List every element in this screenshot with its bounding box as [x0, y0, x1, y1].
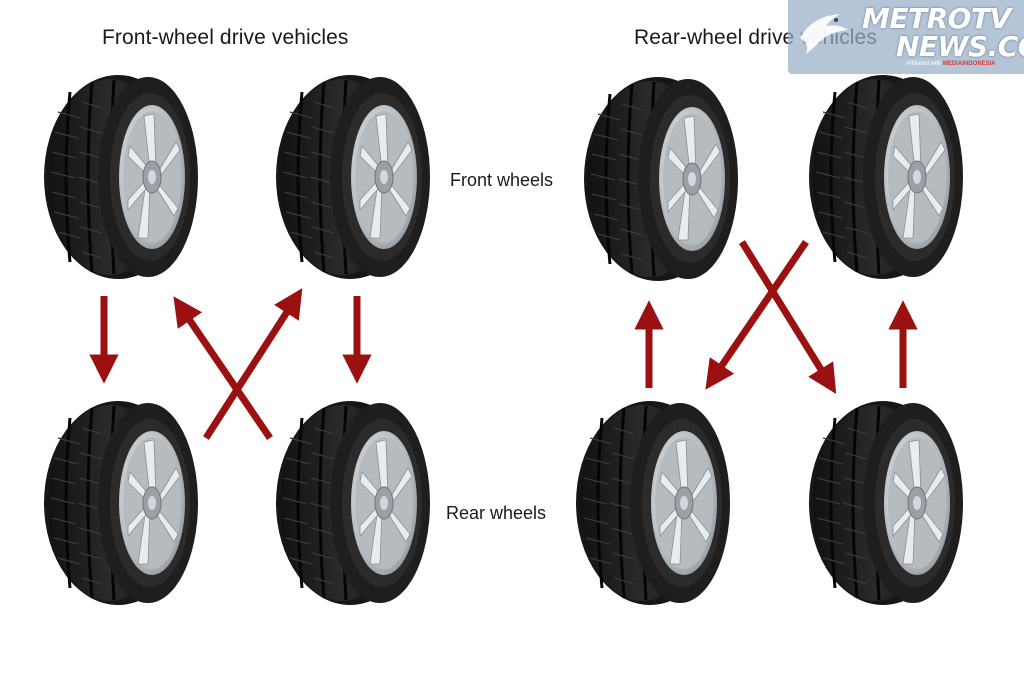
- rwd-rear-left-tire: [574, 399, 732, 607]
- watermark-brand-line2: NEWS.COM: [896, 30, 1024, 63]
- fwd-rear-right-tire: [274, 399, 432, 607]
- fwd-arrow-rear-right-to-front-left: [173, 296, 273, 440]
- rwd-rear-right-tire: [807, 399, 965, 607]
- watermark-affiliation-prefix: Affiliated with: [906, 61, 942, 67]
- fwd-front-right-tire: [274, 73, 432, 281]
- fwd-rear-left-tire: [42, 399, 200, 607]
- watermark-affiliation: Affiliated with MEDIAINDONESIA: [906, 61, 996, 67]
- rwd-arrow-front-right-to-rear-left: [705, 240, 809, 390]
- rwd-front-right-tire: [807, 73, 965, 281]
- eagle-logo-icon: [800, 14, 848, 54]
- fwd-front-left-tire: [42, 73, 200, 281]
- watermark-brand-line1: METROTV: [862, 2, 1011, 35]
- watermark-affiliation-brand: MEDIAINDONESIA: [942, 61, 996, 67]
- metrotv-watermark: METROTV NEWS.COM Affiliated with MEDIAIN…: [788, 0, 1024, 74]
- rwd-front-left-tire: [582, 75, 740, 283]
- fwd-title: Front-wheel drive vehicles: [102, 26, 349, 49]
- fwd-rotation-arrows: [89, 288, 372, 440]
- rwd-rotation-arrows: [634, 240, 918, 394]
- rear-wheels-label: Rear wheels: [446, 503, 547, 523]
- rwd-arrow-front-left-to-rear-right: [739, 240, 837, 394]
- fwd-arrow-rear-left-to-front-right: [203, 288, 303, 440]
- front-wheels-label: Front wheels: [450, 170, 554, 190]
